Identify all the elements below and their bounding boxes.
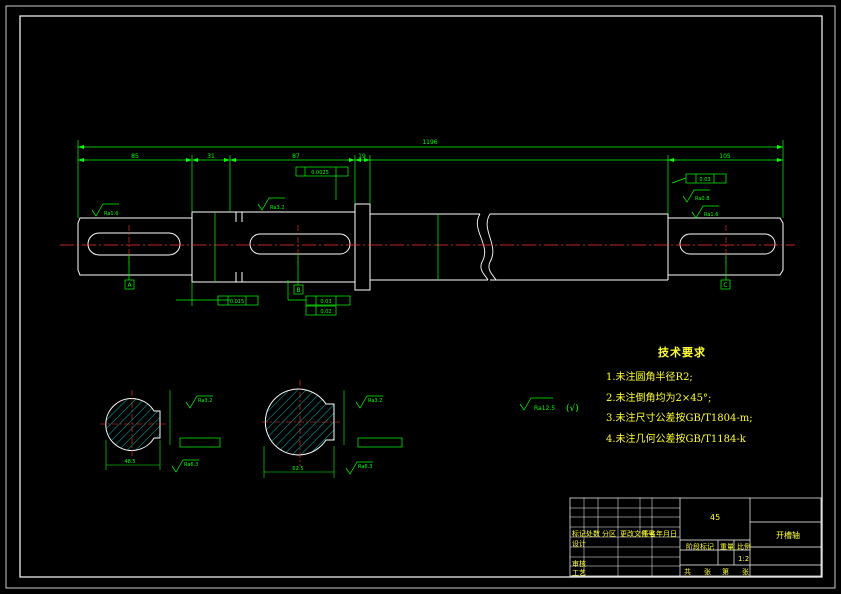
roughness-label: Ra6.3	[358, 464, 372, 470]
requirement-item: 1.未注圆角半径R2;	[606, 372, 693, 383]
requirement-item: 4.未注几何公差按GB/T1184-k	[606, 434, 746, 445]
stage-label: 阶段标记	[686, 543, 714, 551]
requirement-item: 3.未注尺寸公差按GB/T1804-m;	[606, 413, 753, 424]
default-roughness-symbol	[519, 397, 553, 411]
roughness-label: Ra1.6	[104, 211, 118, 217]
tolerance-value: 0.0025	[311, 170, 329, 176]
row-label: 工艺	[572, 569, 586, 577]
tolerance-value: 0.03	[320, 299, 331, 305]
tolerance-frames	[217, 166, 727, 316]
dimension-arrows	[78, 145, 783, 162]
default-roughness-paren: (√)	[566, 403, 579, 414]
dimension-lines	[77, 140, 784, 306]
scale-label: 1:2	[738, 555, 750, 563]
roughness-label: Ra0.8	[695, 196, 709, 202]
dim-step-a: 31	[207, 153, 215, 160]
datum-boxes	[124, 279, 731, 295]
roughness-symbols	[91, 189, 719, 219]
outer-frame	[5, 5, 836, 589]
material-label: 45	[710, 513, 721, 522]
roughness-label: Ra3.2	[368, 398, 382, 404]
stage-label: 比例	[737, 543, 751, 551]
datum-a-label: A	[127, 282, 132, 289]
sheet-label: 共	[684, 568, 691, 576]
row-label: 设计	[572, 540, 586, 548]
roughness-label: Ra6.3	[184, 462, 198, 468]
shaft-front-view	[77, 203, 784, 291]
requirements-title: 技术要求	[658, 346, 706, 359]
stage-label: 重量	[720, 543, 734, 551]
dim-middle-length: 87	[292, 153, 300, 160]
sheet-label: 张	[742, 568, 749, 576]
section-dim: 62.5	[292, 466, 303, 472]
col-label: 签名	[642, 530, 656, 538]
sheet-label: 第	[722, 568, 729, 576]
requirement-item: 2.未注倒角均为2×45°;	[606, 393, 712, 404]
col-label: 处数	[586, 530, 600, 538]
datum-b-label: B	[296, 287, 300, 294]
col-label: 更改文件号	[620, 530, 655, 538]
tolerance-value: 0.02	[320, 309, 331, 315]
roughness-label: Ra1.6	[704, 212, 718, 218]
dim-step-b: 19	[358, 153, 366, 160]
section-view-right	[262, 380, 403, 478]
roughness-label: Ra3.2	[198, 398, 212, 404]
dim-right-length: 105	[719, 153, 731, 160]
tolerance-value: 0.015	[230, 299, 244, 305]
sheet-label: 张	[704, 568, 711, 576]
tolerance-value: 0.03	[699, 177, 710, 183]
break-line	[476, 213, 497, 281]
col-label: 分区	[602, 530, 616, 538]
row-label: 审核	[572, 560, 586, 568]
roughness-label: Ra3.2	[270, 205, 284, 211]
part-name: 开槽轴	[776, 531, 800, 540]
inner-frame	[19, 15, 823, 578]
dim-left-length: 85	[131, 153, 139, 160]
row-label: 标记	[572, 530, 586, 538]
datum-c-label: C	[723, 282, 727, 289]
dim-overall-length: 1196	[422, 139, 437, 146]
default-roughness-label: Ra12.5	[534, 405, 555, 412]
title-block	[569, 497, 822, 577]
section-dim: 48.5	[124, 459, 135, 465]
col-label: 年月日	[656, 530, 677, 538]
title-block-grid	[570, 498, 680, 576]
section-view-left	[100, 390, 221, 473]
